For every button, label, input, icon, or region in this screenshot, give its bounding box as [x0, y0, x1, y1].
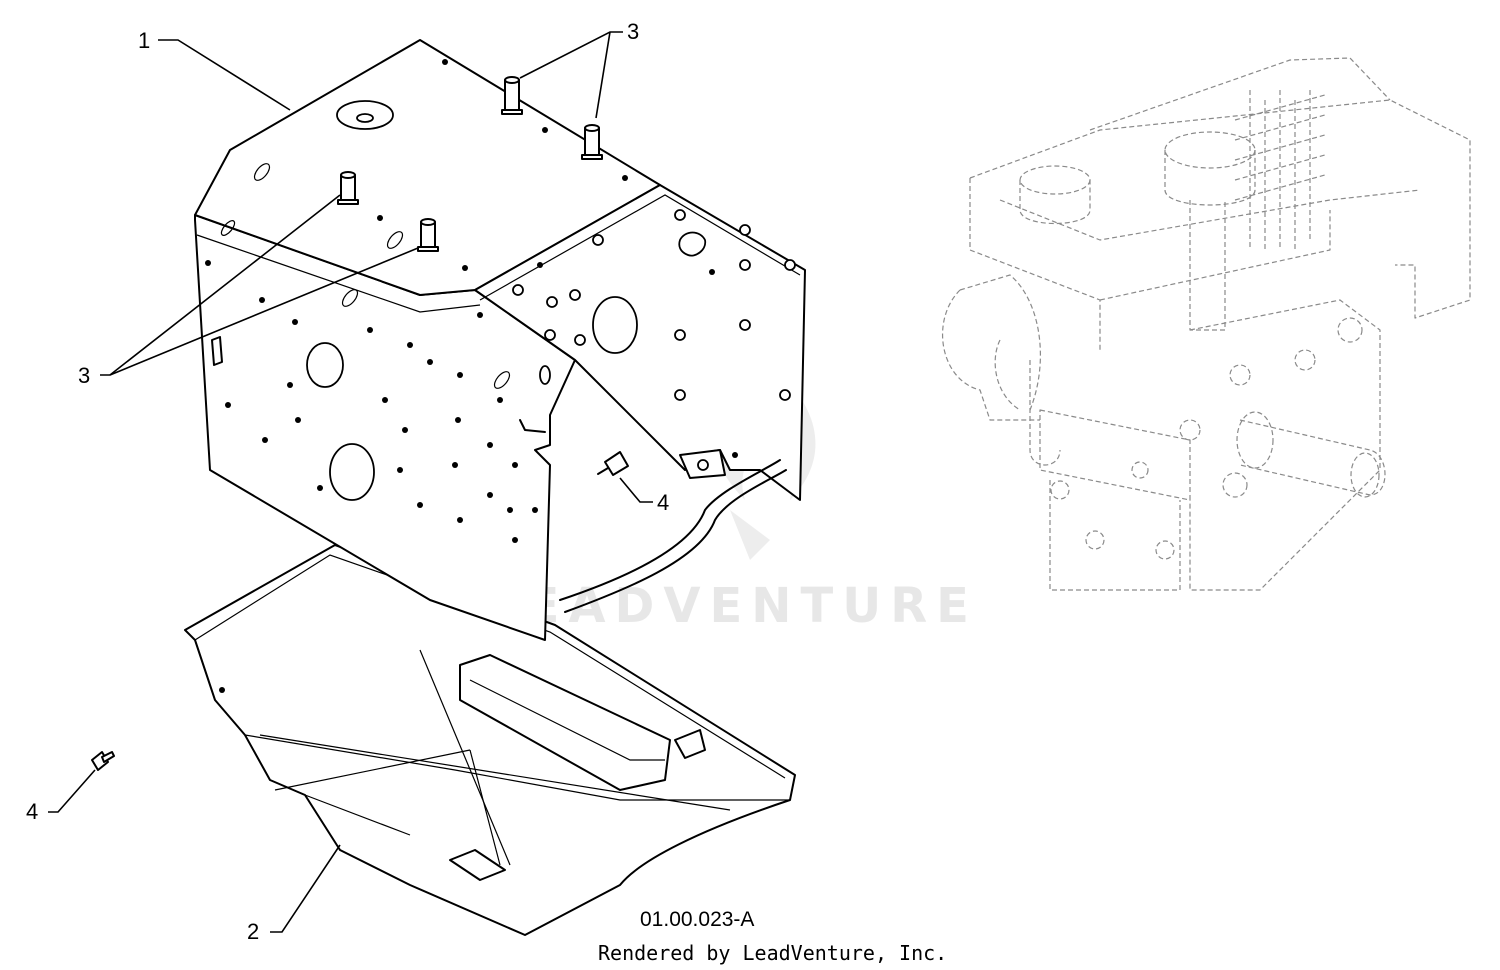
- part-1-frame: [194, 39, 806, 641]
- render-credit: Rendered by LeadVenture, Inc.: [598, 941, 947, 965]
- screw: [91, 751, 115, 771]
- stud: [337, 171, 359, 205]
- diagram-id: 01.00.023-A: [640, 908, 754, 931]
- stud: [581, 124, 603, 160]
- callout-2: 2: [247, 919, 259, 944]
- leader-lines: [48, 31, 653, 933]
- callouts: 1 2 3 3 4 4: [26, 19, 669, 944]
- stud: [501, 76, 523, 115]
- part-2-bottom-plate: [184, 544, 796, 936]
- part-4-screws: [91, 451, 629, 771]
- callout-3-left: 3: [78, 363, 90, 388]
- watermark-text: LEADVENTURE: [487, 578, 978, 634]
- callout-3-top: 3: [627, 19, 639, 44]
- stud: [417, 218, 439, 252]
- callout-4-right: 4: [657, 490, 669, 515]
- callout-1: 1: [138, 28, 150, 53]
- screw: [597, 451, 629, 476]
- ghost-engine: [941, 57, 1471, 591]
- part-3-studs: [337, 76, 603, 252]
- callout-4-left: 4: [26, 799, 38, 824]
